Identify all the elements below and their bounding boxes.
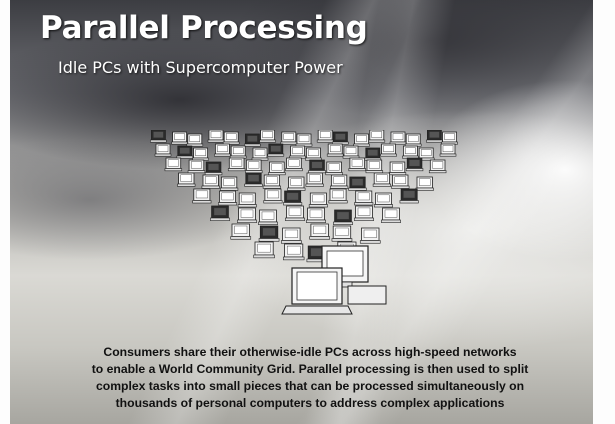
pc-icon	[227, 157, 246, 172]
pc-icon	[342, 145, 360, 159]
pc-network-pyramid-icon	[150, 130, 458, 315]
pc-icon	[305, 172, 324, 187]
caption-line: complex tasks into small pieces that can…	[95, 379, 525, 393]
pc-icon	[354, 205, 374, 221]
pc-icon	[186, 133, 204, 147]
pc-icon	[258, 225, 280, 242]
pc-icon	[325, 161, 343, 176]
pc-icon	[402, 145, 419, 159]
pc-icon	[330, 174, 349, 189]
pc-icon	[192, 147, 209, 161]
pc-icon	[316, 130, 334, 143]
pc-icon	[253, 241, 275, 259]
pc-icon	[372, 172, 392, 187]
pc-icon	[201, 174, 220, 189]
pc-icon	[214, 143, 231, 157]
pc-icon	[267, 143, 285, 157]
right-border	[593, 0, 615, 424]
pc-icon	[354, 190, 374, 206]
pc-icon	[204, 161, 223, 176]
pc-icon	[283, 243, 305, 261]
slide-title: Parallel Processing	[40, 10, 368, 46]
pc-icon	[308, 192, 328, 208]
pc-icon	[332, 131, 349, 145]
pc-icon	[331, 225, 353, 242]
pc-icon	[364, 147, 382, 161]
pc-icon	[391, 174, 410, 189]
pc-icon	[281, 227, 302, 244]
pc-icon	[381, 207, 401, 223]
pc-icon	[308, 159, 326, 174]
pc-icon	[399, 188, 419, 204]
pc-icon	[365, 159, 384, 174]
pc-icon	[176, 145, 194, 159]
pc-icon	[285, 205, 305, 221]
pc-icon	[283, 190, 303, 206]
pc-icon	[218, 190, 238, 206]
pc-icon	[258, 209, 278, 225]
pc-icon	[222, 131, 240, 145]
pc-icon	[441, 131, 458, 145]
pc-icon	[285, 157, 303, 172]
pc-icon	[405, 157, 424, 172]
caption-line: Consumers share their otherwise-idle PCs…	[103, 345, 517, 359]
pc-icon	[404, 133, 422, 147]
pc-icon	[439, 143, 457, 157]
pc-icon	[326, 143, 344, 157]
desktop-monitor-icon	[321, 245, 387, 305]
pc-icon	[348, 157, 366, 172]
pc-icon	[154, 143, 172, 157]
pc-icon	[287, 176, 306, 191]
pc-icon	[328, 188, 348, 204]
laptop-icon	[281, 267, 353, 315]
pc-icon	[262, 174, 281, 189]
slide-caption: Consumers share their otherwise-idle PCs…	[60, 344, 560, 412]
pc-icon	[289, 145, 306, 159]
pc-icon	[207, 130, 225, 143]
pc-icon	[230, 223, 252, 240]
slide-subtitle: Idle PCs with Supercomputer Power	[58, 58, 343, 77]
pc-icon	[237, 192, 257, 208]
pc-icon	[368, 130, 386, 143]
pc-icon	[164, 157, 183, 172]
pc-icon	[426, 130, 443, 143]
pc-icon	[333, 209, 353, 225]
pc-icon	[380, 143, 397, 157]
pc-icon	[388, 161, 407, 176]
pc-icon	[389, 131, 407, 145]
pc-icon	[171, 131, 188, 145]
pc-icon	[306, 207, 326, 223]
pc-icon	[359, 227, 381, 244]
pc-icon	[415, 176, 434, 191]
pc-icon	[245, 159, 263, 174]
pc-icon	[177, 172, 196, 187]
pc-icon	[210, 205, 230, 221]
pc-icon	[244, 172, 263, 187]
caption-line: thousands of personal computers to addre…	[115, 396, 505, 410]
pc-icon	[268, 161, 286, 176]
pc-icon	[150, 130, 167, 143]
pc-icon	[192, 188, 212, 204]
caption-line: to enable a World Community Grid. Parall…	[91, 362, 529, 376]
pc-icon	[373, 192, 393, 208]
pc-icon	[244, 133, 261, 147]
pc-icon	[251, 147, 269, 161]
pc-icon	[309, 223, 330, 240]
pc-icon	[305, 147, 322, 161]
pc-icon	[220, 176, 239, 191]
pc-icon	[348, 176, 367, 191]
left-border	[0, 0, 10, 424]
pc-icon	[263, 188, 283, 204]
pc-icon	[259, 130, 276, 143]
pc-icon	[187, 159, 206, 174]
pc-icon	[280, 131, 298, 145]
pc-icon	[229, 145, 247, 159]
pc-icon	[353, 133, 370, 147]
pc-icon	[237, 207, 257, 223]
pc-icon	[428, 159, 447, 174]
pc-icon	[295, 133, 313, 147]
